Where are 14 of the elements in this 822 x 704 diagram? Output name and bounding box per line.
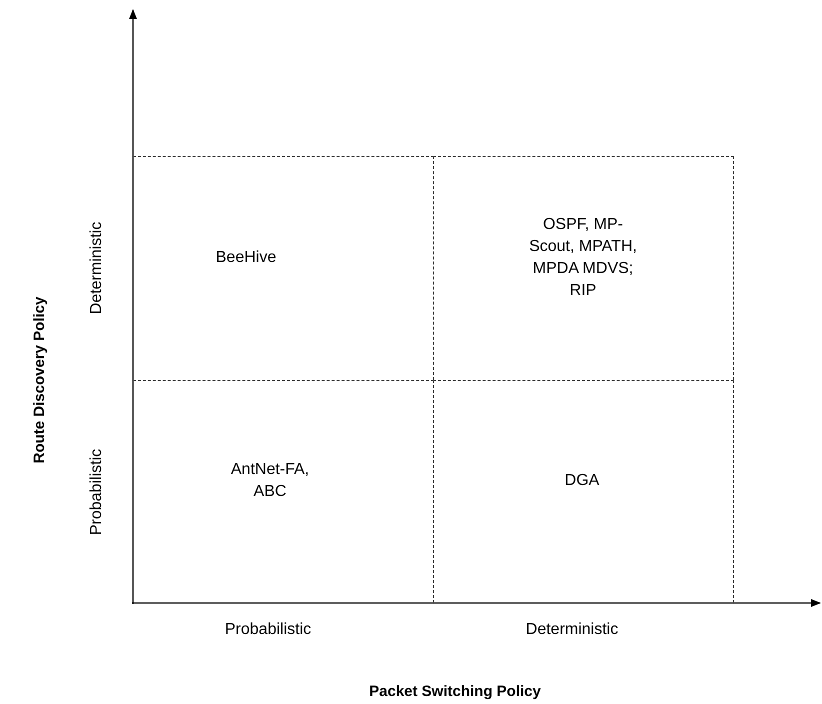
quadrant-text: OSPF, MP-Scout, MPATH, MPDA MDVS; RIP bbox=[528, 215, 638, 301]
quadrant-cell bbox=[133, 156, 434, 380]
axis-title: Route Discovery Policy bbox=[30, 296, 49, 464]
axis-category-label: Deterministic bbox=[87, 222, 106, 314]
quadrant-text: DGA bbox=[564, 471, 600, 491]
quadrant-cell bbox=[433, 380, 734, 603]
quadrant-cell bbox=[433, 156, 734, 380]
axis-category-label: Probabilistic bbox=[87, 448, 106, 536]
axis-category-label: Deterministic bbox=[526, 620, 618, 640]
quadrant-text: BeeHive bbox=[214, 248, 278, 268]
axis-title: Packet Switching Policy bbox=[369, 682, 541, 702]
quadrant-text: AntNet-FA, ABC bbox=[230, 460, 310, 502]
axis-category-label: Probabilistic bbox=[224, 620, 312, 640]
quadrant-cell bbox=[133, 380, 434, 603]
